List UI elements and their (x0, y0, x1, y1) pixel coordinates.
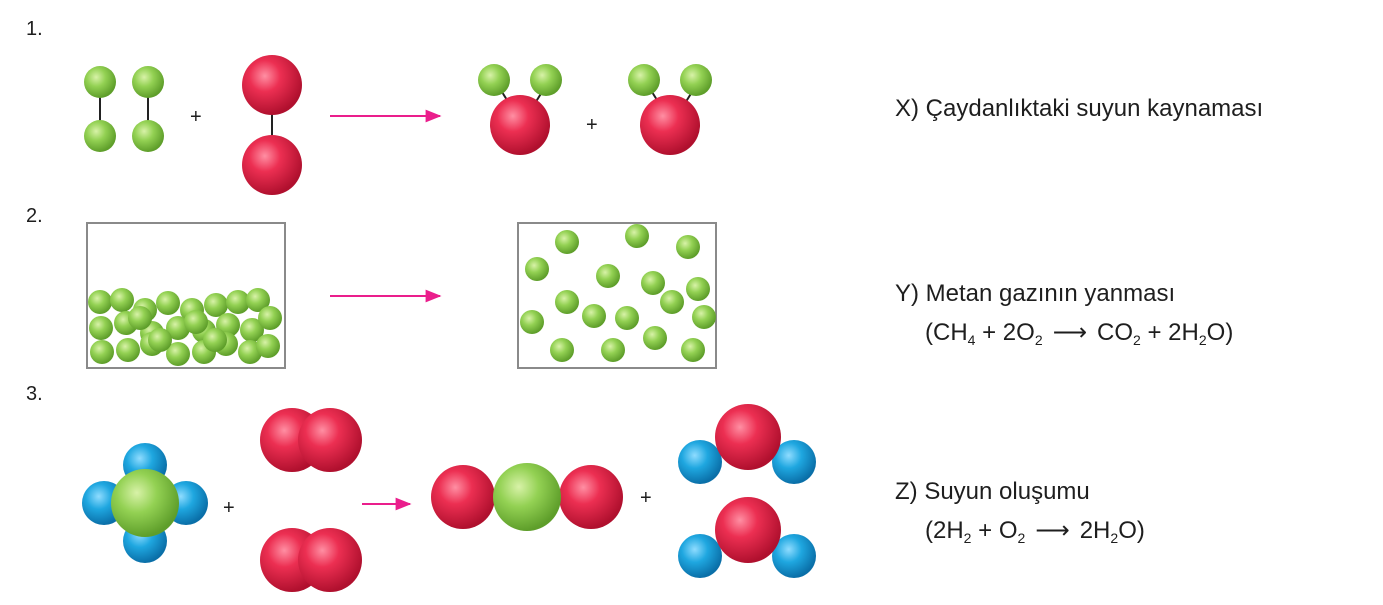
green-particle (89, 316, 113, 340)
row-number-3: 3. (26, 383, 43, 405)
red-atom (242, 55, 302, 115)
green-particle (110, 288, 134, 312)
event-x-label: X) Çaydanlıktaki suyun kaynaması (895, 95, 1264, 122)
green-particle (258, 306, 282, 330)
green-particle (128, 306, 152, 330)
green-particle (88, 290, 112, 314)
green-particle (686, 277, 710, 301)
row-number-1: 1. (26, 18, 43, 40)
event-y-label: Y) Metan gazının yanması (895, 280, 1176, 307)
green-particle (184, 310, 208, 334)
green-atom (478, 64, 510, 96)
green-atom (680, 64, 712, 96)
green-particle (555, 290, 579, 314)
green-particle (90, 340, 114, 364)
green-atom (530, 64, 562, 96)
green-atom (132, 120, 164, 152)
green-atom (84, 66, 116, 98)
yields-arrow: ⟶ (1052, 319, 1088, 346)
plus-sign: + (586, 114, 598, 136)
carbon-dioxide-molecule (431, 463, 623, 531)
blue-atom (772, 440, 816, 484)
green-particle (550, 338, 574, 362)
green-particle (203, 328, 227, 352)
green-atom (493, 463, 561, 531)
green-particle (641, 271, 665, 295)
green-particle (643, 326, 667, 350)
green-particle (204, 293, 228, 317)
green-particle (166, 342, 190, 366)
yields-arrow: ⟶ (1035, 517, 1070, 544)
gas-particles (520, 224, 716, 362)
red-atom (559, 465, 623, 529)
green-particle (596, 264, 620, 288)
plus-sign: + (223, 497, 235, 519)
blue-atom (678, 534, 722, 578)
green-particle (582, 304, 606, 328)
green-atom (132, 66, 164, 98)
green-particle (246, 288, 270, 312)
row-1-reactants (84, 55, 302, 195)
event-y-equation: (CH4 + 2O2⟶CO2 + 2H2O) (925, 319, 1234, 348)
green-particle (555, 230, 579, 254)
oxygen-molecules (260, 408, 362, 592)
liquid-particles (88, 288, 282, 366)
row-1-products (478, 64, 712, 155)
green-particle (240, 318, 264, 342)
green-particle (226, 290, 250, 314)
methane-molecule (82, 443, 208, 563)
green-particle (256, 334, 280, 358)
green-particle (601, 338, 625, 362)
water-molecules (678, 404, 816, 578)
green-particle (615, 306, 639, 330)
row-number-2: 2. (26, 205, 43, 227)
red-atom (490, 95, 550, 155)
green-particle (625, 224, 649, 248)
event-z-equation: (2H2 + O2⟶2H2O) (925, 517, 1145, 546)
red-atom (298, 528, 362, 592)
red-atom (640, 95, 700, 155)
red-atom (715, 497, 781, 563)
green-particle (520, 310, 544, 334)
green-particle (148, 328, 172, 352)
blue-atom (678, 440, 722, 484)
green-atom (111, 469, 179, 537)
green-atom (628, 64, 660, 96)
red-atom (431, 465, 495, 529)
red-atom (298, 408, 362, 472)
blue-atom (772, 534, 816, 578)
green-particle (692, 305, 716, 329)
plus-sign: + (640, 487, 652, 509)
plus-sign: + (190, 106, 202, 128)
green-particle (156, 291, 180, 315)
green-particle (681, 338, 705, 362)
event-z-label: Z) Suyun oluşumu (895, 478, 1090, 505)
green-particle (660, 290, 684, 314)
green-particle (525, 257, 549, 281)
red-atom (715, 404, 781, 470)
red-atom (242, 135, 302, 195)
green-atom (84, 120, 116, 152)
green-particle (676, 235, 700, 259)
green-particle (116, 338, 140, 362)
